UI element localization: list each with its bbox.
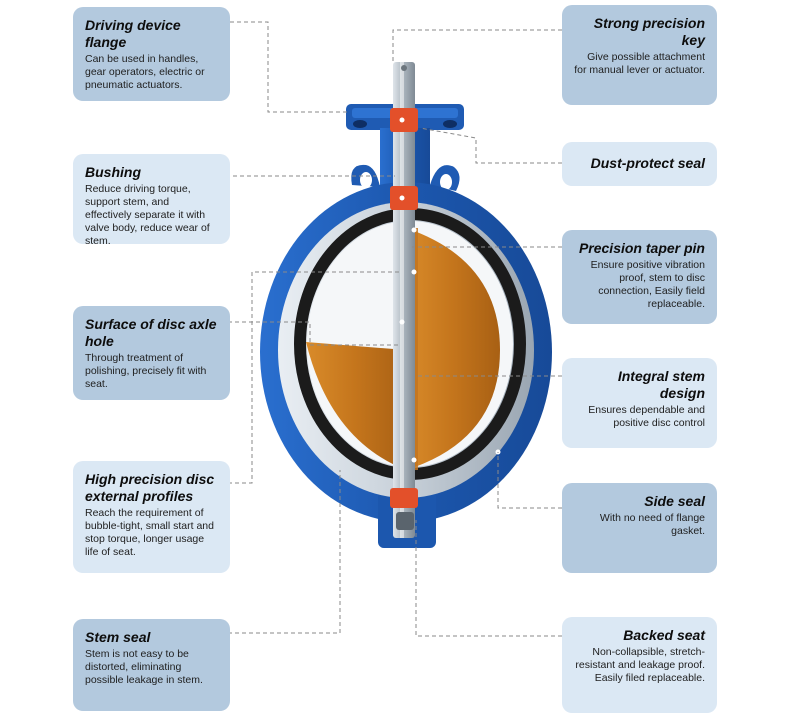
callout-title: Precision taper pin	[578, 240, 705, 256]
valve-stem	[393, 62, 415, 538]
callout-desc: Ensures dependable and positive disc con…	[588, 404, 705, 429]
callout-title: Integral stem design	[617, 368, 705, 401]
callout-precision-taper-pin: Precision taper pin Ensure positive vibr…	[562, 230, 717, 324]
callout-backed-seat: Backed seat Non-collapsible, stretch-res…	[562, 617, 717, 713]
callout-desc: Stem is not easy to be distorted, elimin…	[85, 648, 203, 686]
callout-desc: With no need of flange gasket.	[599, 512, 705, 537]
callout-stem-seal: Stem seal Stem is not easy to be distort…	[73, 619, 230, 711]
callout-driving-device-flange: Driving device flange Can be used in han…	[73, 7, 230, 101]
callout-title: Driving device flange	[85, 17, 181, 50]
callout-title: Dust-protect seal	[590, 155, 705, 171]
stem-bushings	[390, 108, 501, 530]
callout-title: High precision disc external profiles	[85, 471, 215, 504]
callout-desc: Non-collapsible, stretch-resistant and l…	[575, 646, 705, 684]
callout-bushing: Bushing Reduce driving torque, support s…	[73, 154, 230, 247]
callout-title: Backed seat	[623, 627, 705, 643]
callout-desc: Through treatment of polishing, precisel…	[85, 352, 207, 390]
callout-title: Stem seal	[85, 629, 151, 645]
callout-desc: Ensure positive vibration proof, stem to…	[590, 259, 705, 310]
callout-title: Bushing	[85, 164, 141, 180]
callout-integral-stem-design: Integral stem design Ensures dependable …	[562, 358, 717, 448]
callout-surface-of-disc-axle-hole: Surface of disc axle hole Through treatm…	[73, 306, 230, 400]
callout-title: Side seal	[644, 493, 705, 509]
callout-strong-precision-key: Strong precision key Give possible attac…	[562, 5, 717, 105]
leader-lines	[170, 21, 562, 637]
callout-desc: Reduce driving torque, support stem, and…	[85, 183, 210, 247]
callout-desc: Give possible attachment for manual leve…	[574, 51, 705, 76]
callout-desc: Reach the requirement of bubble-tight, s…	[85, 507, 214, 558]
callout-dust-protect-seal: Dust-protect seal	[562, 142, 717, 186]
callout-title: Surface of disc axle hole	[85, 316, 217, 349]
callout-high-precision-disc-external-profiles: High precision disc external profiles Re…	[73, 461, 230, 573]
callout-desc: Can be used in handles, gear operators, …	[85, 53, 205, 91]
callout-title: Strong precision key	[593, 15, 705, 48]
callout-side-seal: Side seal With no need of flange gasket.	[562, 483, 717, 573]
